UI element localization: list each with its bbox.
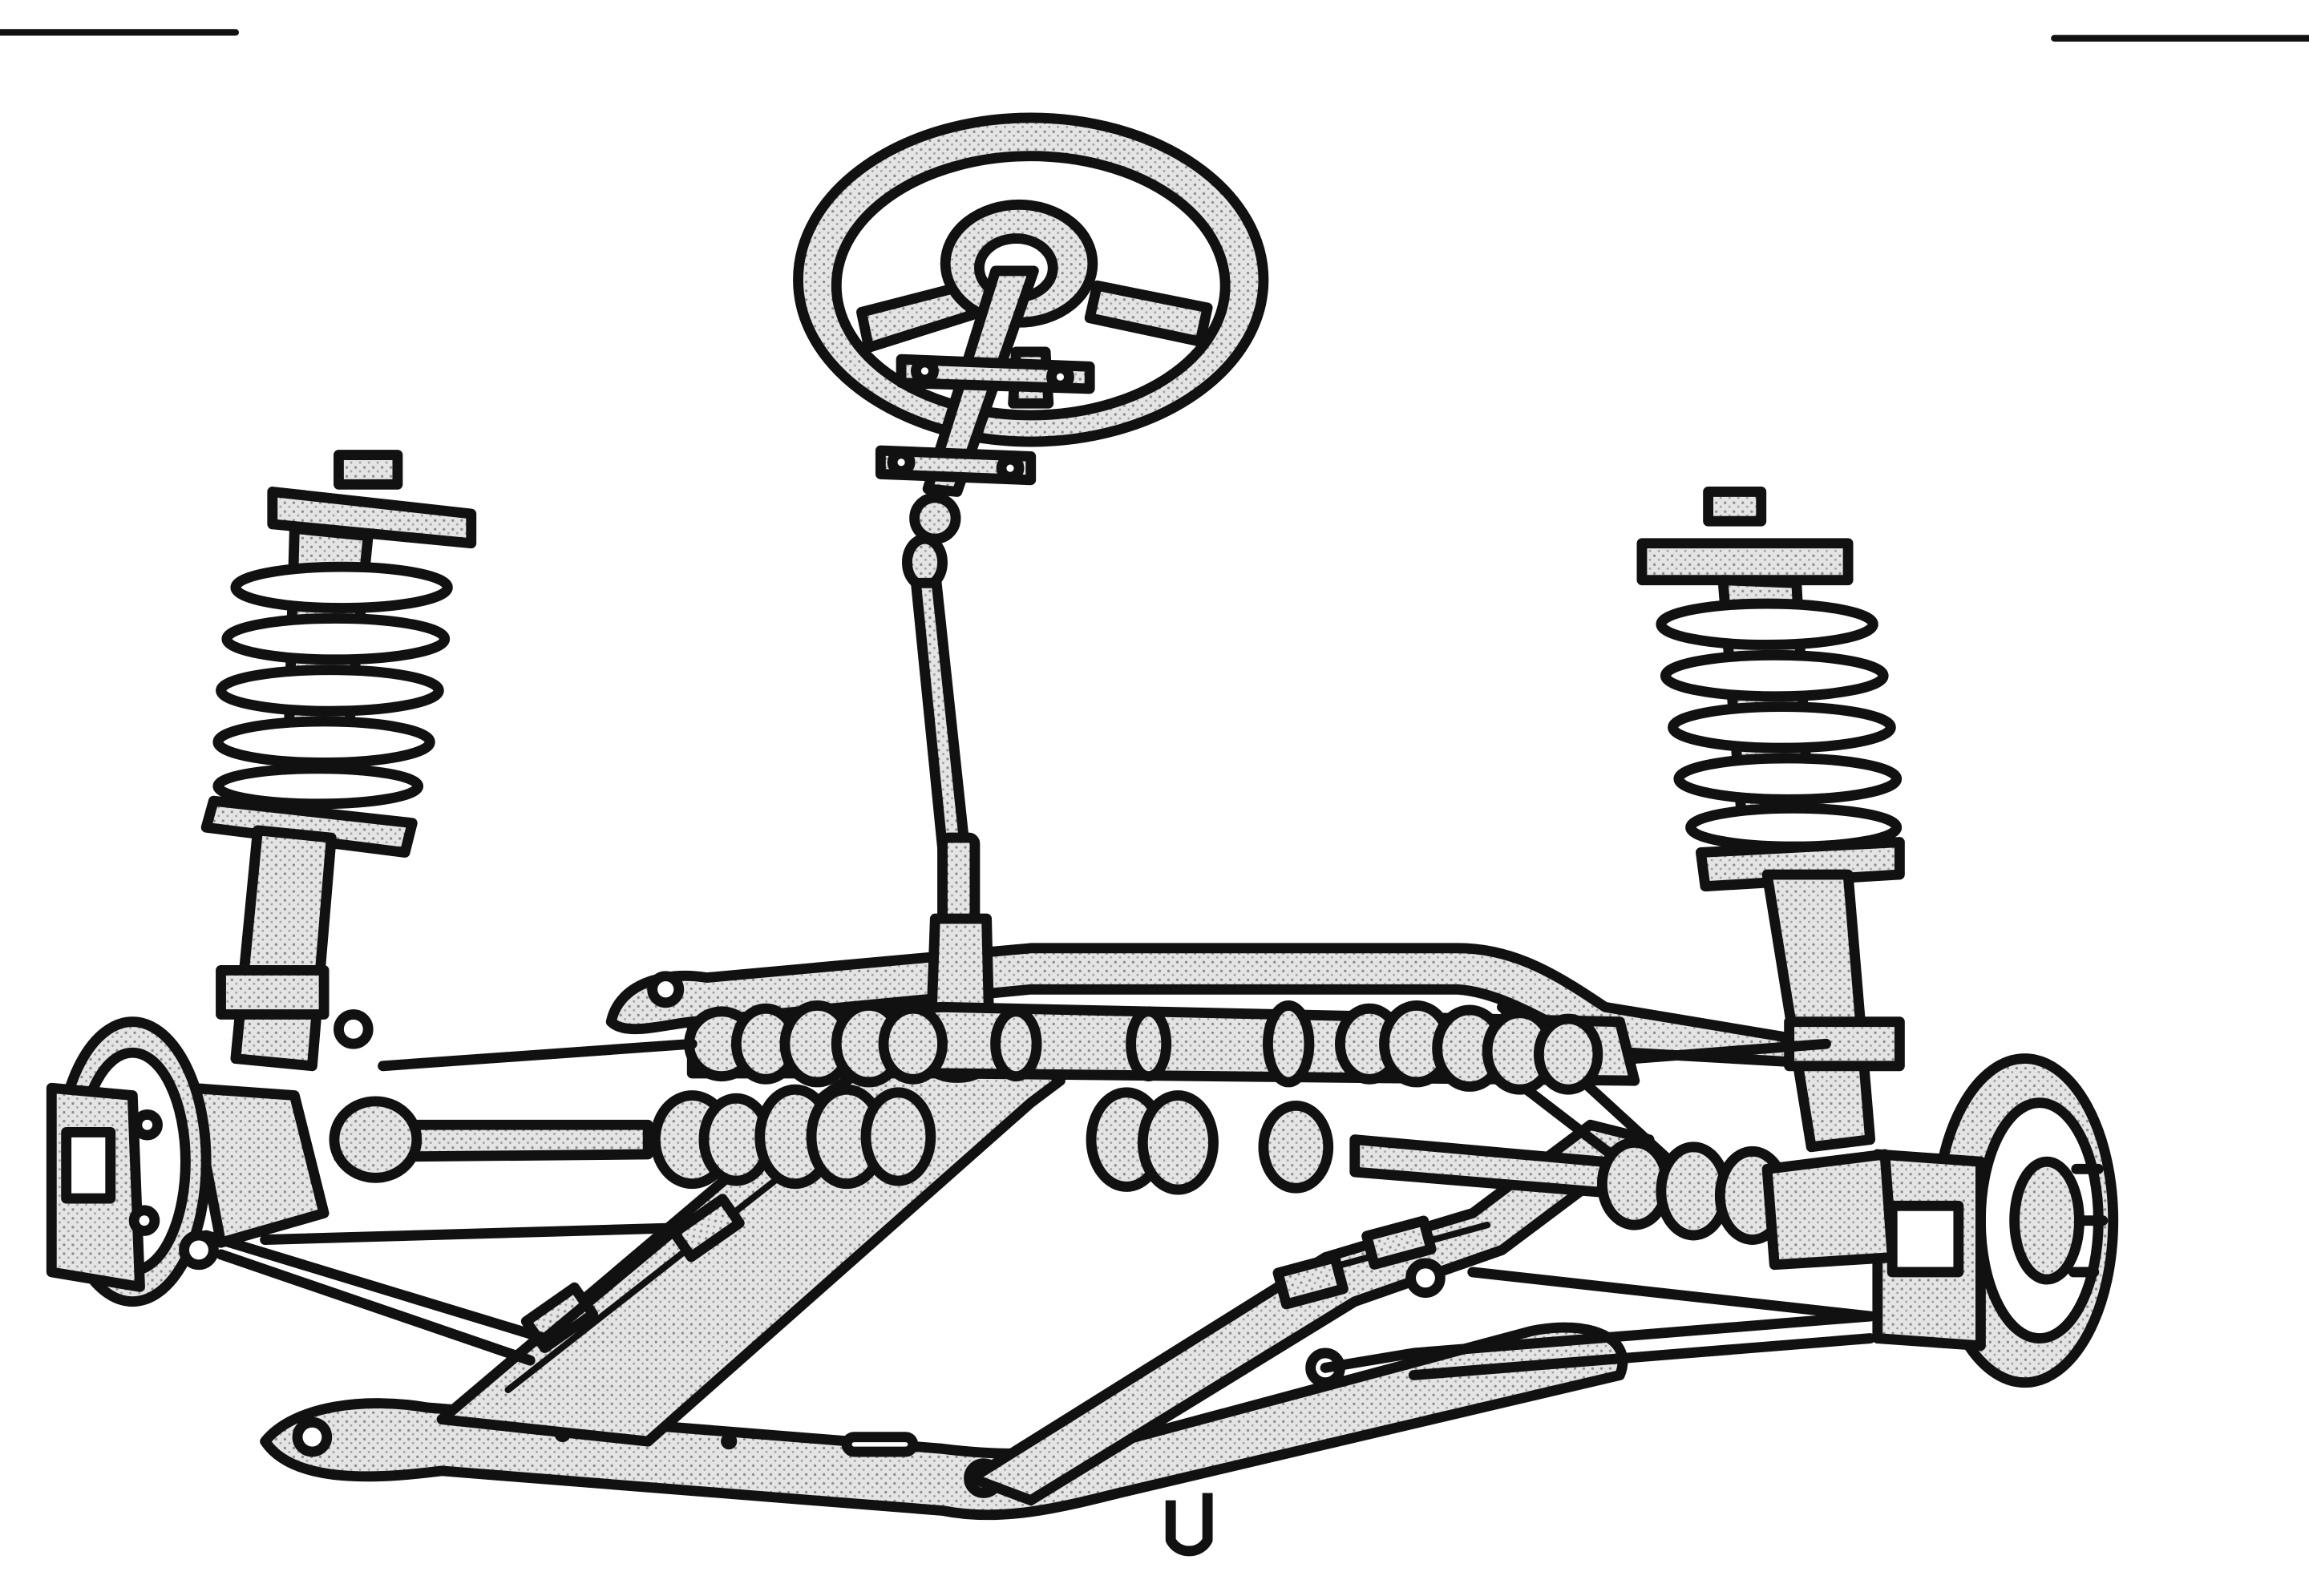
- left-brake-assembly: [46, 1016, 219, 1307]
- right-coil-spring: [1656, 598, 1903, 852]
- right-strut-assembly: [1636, 487, 1905, 1153]
- left-coil-spring: [212, 561, 453, 810]
- left-strut-assembly: [186, 450, 477, 1248]
- right-drive-shaft: [1086, 1087, 1790, 1245]
- scan-edge-lines: [0, 29, 2309, 42]
- left-drive-shaft: [329, 1084, 936, 1190]
- tie-rod-ends: [378, 1038, 1831, 1072]
- steering-rack: [684, 1000, 1640, 1095]
- left-rack-boot: [684, 1000, 948, 1088]
- lower-control-arms: [200, 1222, 1876, 1380]
- right-rack-boot: [1335, 1000, 1603, 1095]
- right-brake-assembly: [1761, 1053, 2119, 1388]
